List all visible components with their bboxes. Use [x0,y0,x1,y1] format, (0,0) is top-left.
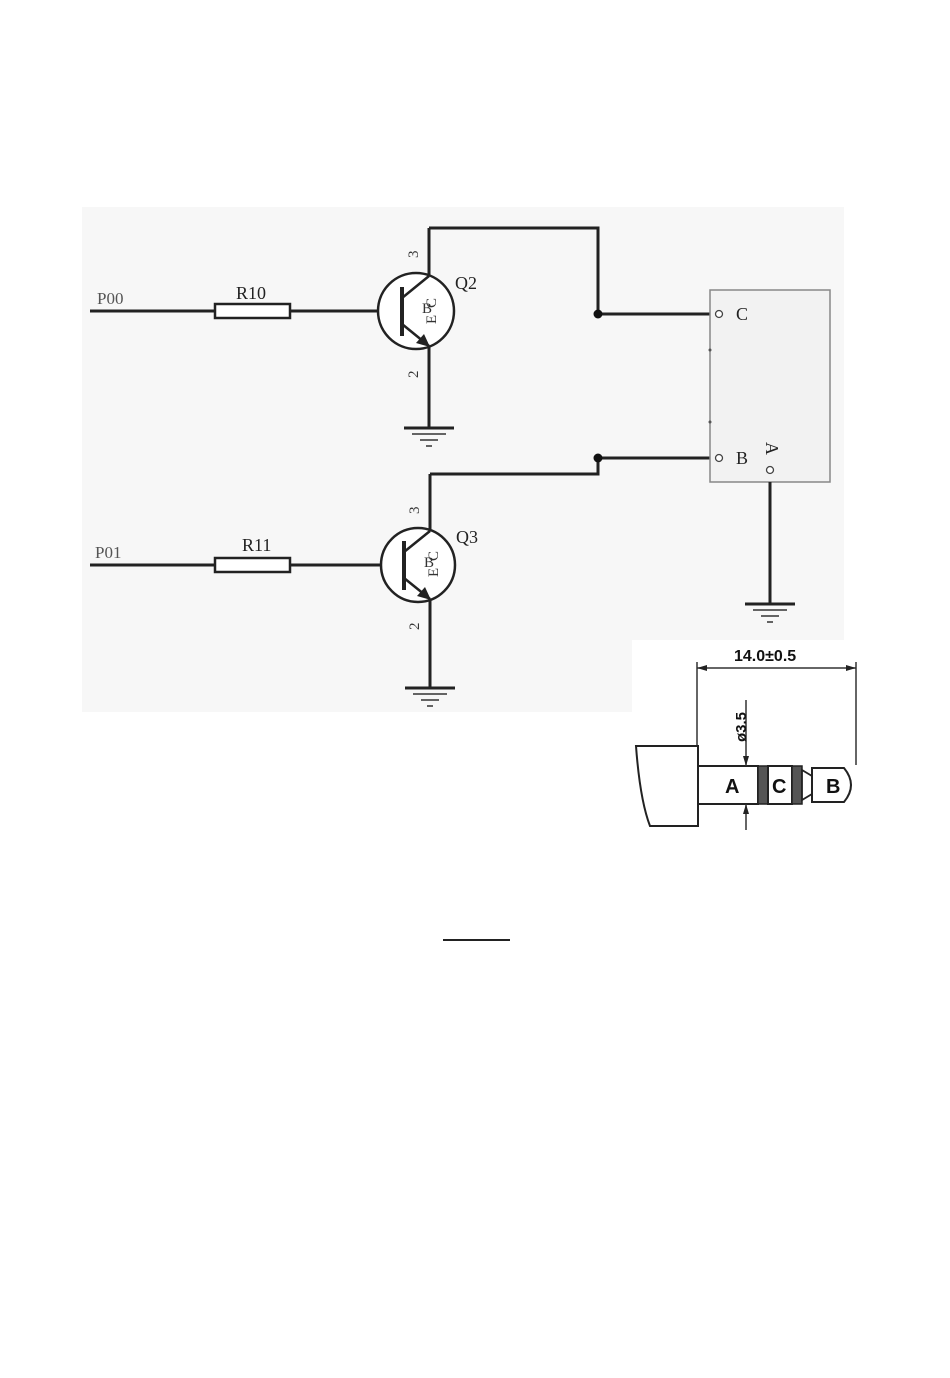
transistor-label-q2: Q2 [455,273,477,293]
junction-dot-b [594,454,603,463]
pin-number-q2-collector: 3 [406,251,422,259]
net-label-p00: P00 [97,289,123,308]
plug-segment-c-label: C [772,776,786,798]
transistor-q2-pin-c: C [424,298,440,308]
junction-dot-c [594,310,603,319]
connector-pin-c-marker [716,311,723,318]
connector-pin-b-marker [716,455,723,462]
connector-pin-a-label: A [762,442,782,455]
resistor-r10 [215,304,290,318]
connector-pin-c-label: C [736,304,748,324]
net-label-p01: P01 [95,543,121,562]
transistor-q3-pin-c: C [426,551,442,561]
connector-pin-a-marker [767,467,774,474]
connector-pin-b-label: B [736,448,748,468]
resistor-label-r10: R10 [236,283,266,303]
transistor-label-q3: Q3 [456,527,478,547]
transistor-q2-body [378,273,454,349]
plug-segment-a-label: A [725,776,739,798]
plug-handle [636,746,698,826]
resistor-label-r11: R11 [242,535,271,555]
plug-insulator-1 [758,766,768,804]
pin-number-q3-emitter: 2 [407,623,423,631]
pin-number-q2-emitter: 2 [406,371,422,379]
dim-length-label: 14.0±0.5 [734,648,796,665]
pin-number-q3-collector: 3 [407,507,423,515]
resistor-r11 [215,558,290,572]
plug-segment-b-label: B [826,776,840,798]
dim-diameter-label: ø3.5 [733,712,750,742]
plug-insulator-2 [792,766,802,804]
